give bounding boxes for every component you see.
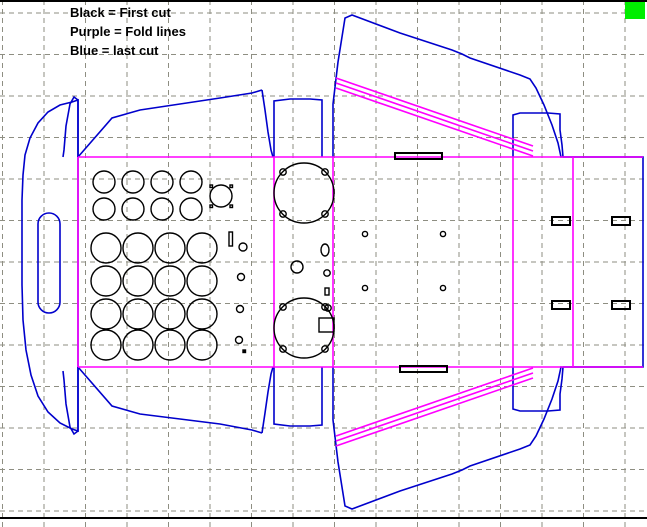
hole-large xyxy=(122,329,154,361)
pin-hole xyxy=(439,284,447,292)
upper-bore-group xyxy=(273,162,335,224)
bolt-hole xyxy=(279,168,287,176)
hole-tiny xyxy=(236,272,246,282)
hole-small xyxy=(92,170,116,194)
hole-large xyxy=(122,232,154,264)
right-upper-tab xyxy=(512,112,564,158)
small-hole-grid xyxy=(92,170,203,221)
pin-hole xyxy=(439,230,447,238)
hole-small xyxy=(150,170,174,194)
hole-tiny xyxy=(323,269,331,277)
hole-large xyxy=(186,232,218,264)
lower-large-flap xyxy=(332,366,562,510)
upper-left-angled-flap xyxy=(62,95,79,158)
legend-item-purple: Purple = Fold lines xyxy=(70,24,186,39)
legend-item-black: Black = First cut xyxy=(70,5,171,20)
dial-tick xyxy=(209,204,214,209)
hole-tiny xyxy=(238,242,248,252)
bolt-hole xyxy=(279,303,287,311)
hole-large xyxy=(154,298,186,330)
hole-large xyxy=(154,265,186,297)
dial-circle xyxy=(209,184,233,208)
narrow-slot xyxy=(228,231,234,247)
bolt-hole xyxy=(321,345,329,353)
hole-large xyxy=(90,232,122,264)
pin-hole xyxy=(361,230,369,238)
legend-item-blue: Blue = last cut xyxy=(70,43,159,58)
oblong-hole xyxy=(320,243,330,257)
fold-lower-flap-2 xyxy=(335,372,534,442)
hole-large xyxy=(154,329,186,361)
bolt-hole xyxy=(279,210,287,218)
hole-tiny xyxy=(234,335,244,345)
upper-left-flap-right-edge xyxy=(261,89,274,158)
fold-upper-flap-1 xyxy=(335,77,534,147)
bore-large xyxy=(273,162,335,224)
magenta-fold-lines xyxy=(77,77,643,447)
wide-panel-pinholes xyxy=(361,230,447,292)
large-hole-grid xyxy=(90,232,218,361)
hole-tiny xyxy=(235,304,245,314)
lower-left-angled-flap xyxy=(62,367,79,436)
hole-large xyxy=(90,329,122,361)
left-end-flap xyxy=(21,98,79,433)
hole-large xyxy=(90,298,122,330)
misc-detail-cutouts xyxy=(228,231,248,354)
micro-mark xyxy=(242,349,247,354)
hole-large xyxy=(122,265,154,297)
fold-upper-flap-2 xyxy=(335,82,534,152)
hole-small xyxy=(121,197,145,221)
slot-bottom-wide xyxy=(399,365,448,373)
dial-cutout-group xyxy=(209,184,234,209)
hole-small xyxy=(179,197,203,221)
upper-left-angled-flap-b xyxy=(77,89,263,158)
slot-right xyxy=(611,216,631,226)
hole-large xyxy=(186,265,218,297)
hole-small xyxy=(179,170,203,194)
hole-tiny xyxy=(324,304,332,312)
top-small-tab xyxy=(273,98,323,157)
dial-tick xyxy=(229,184,234,189)
hole-small xyxy=(121,170,145,194)
hole-large xyxy=(154,232,186,264)
square-cutout xyxy=(318,317,335,333)
micro-slot xyxy=(324,287,330,296)
center-detail-column xyxy=(290,243,335,333)
hole-small xyxy=(92,197,116,221)
dial-tick xyxy=(229,204,234,209)
hole-large xyxy=(122,298,154,330)
hole-large xyxy=(186,329,218,361)
bolt-hole xyxy=(321,168,329,176)
fold-lower-flap-3 xyxy=(335,367,534,437)
lower-left-flap-right-edge xyxy=(261,366,274,434)
right-lower-tab xyxy=(512,366,564,412)
black-first-cut-features xyxy=(90,152,631,373)
cut-and-fold-legend: Black = First cut Purple = Fold lines Bl… xyxy=(70,3,186,60)
lower-left-angled-flap-b xyxy=(77,366,263,434)
bottom-small-tab xyxy=(273,367,323,427)
slot-right xyxy=(551,216,571,226)
slot-top-wide xyxy=(394,152,443,160)
upper-large-flap xyxy=(332,14,562,158)
handle-slot xyxy=(37,212,61,314)
status-color-swatch[interactable] xyxy=(625,2,645,19)
hole-small-center xyxy=(290,260,304,274)
hole-large xyxy=(90,265,122,297)
bolt-hole xyxy=(321,210,329,218)
fold-upper-flap-3 xyxy=(335,87,534,157)
fold-lower-flap-1 xyxy=(335,377,534,447)
hole-large xyxy=(186,298,218,330)
pin-hole xyxy=(361,284,369,292)
slot-right xyxy=(611,300,631,310)
bolt-hole xyxy=(279,345,287,353)
dial-tick xyxy=(209,184,214,189)
slot-right xyxy=(551,300,571,310)
hole-small xyxy=(150,197,174,221)
